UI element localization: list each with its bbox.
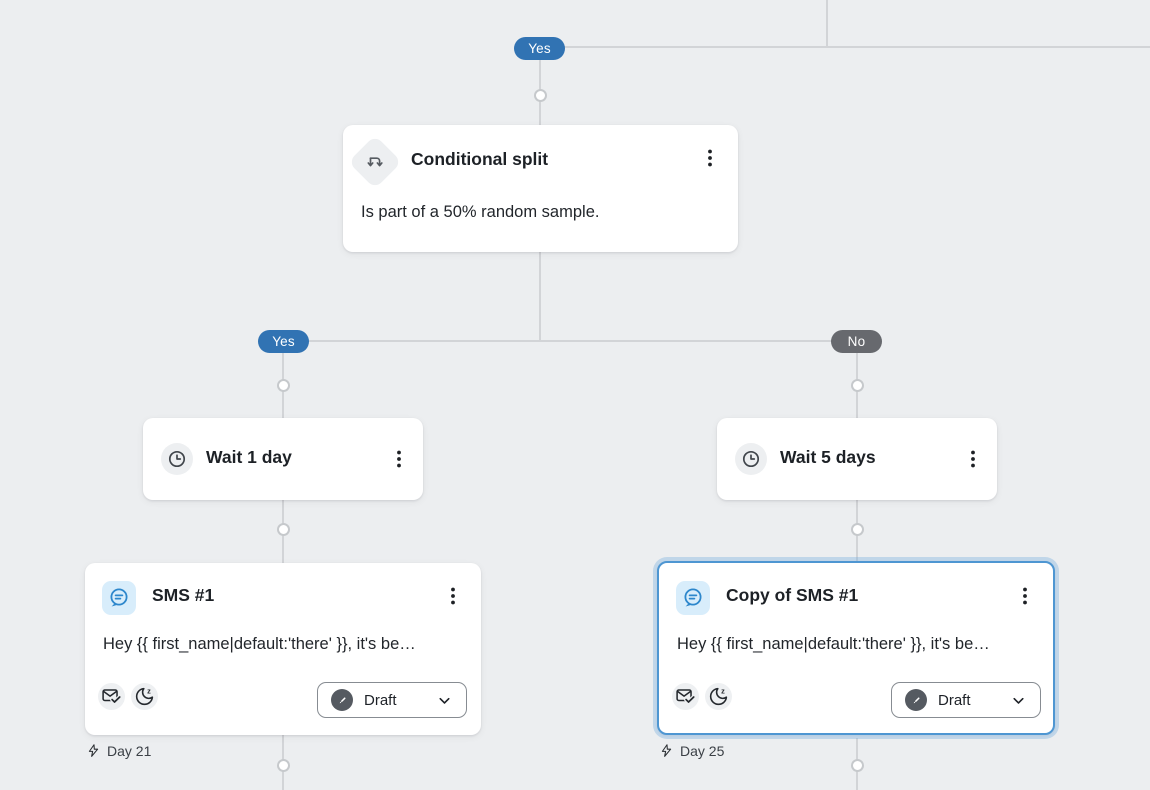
connector-node[interactable]: [850, 758, 864, 772]
conditional-split-description: Is part of a 50% random sample.: [361, 203, 600, 221]
kebab-menu-icon: [1023, 587, 1027, 605]
sms-chat-icon: [676, 581, 710, 615]
wait-card-left[interactable]: Wait 1 day: [143, 418, 423, 500]
draft-pencil-icon: [905, 689, 927, 711]
kebab-menu-button[interactable]: [439, 582, 467, 610]
status-label: Draft: [364, 691, 397, 709]
email-check-icon: [672, 683, 699, 710]
connector-node[interactable]: [276, 522, 290, 536]
sms-card-right-selected[interactable]: Copy of SMS #1 Hey {{ first_name|default…: [657, 561, 1055, 735]
quiet-hours-moon-icon: z: [131, 683, 158, 710]
sms-chat-icon: [102, 581, 136, 615]
branch-badge-yes: Yes: [258, 330, 309, 353]
chevron-down-icon: [1010, 692, 1027, 709]
card-title: Wait 5 days: [780, 447, 876, 467]
sms-message-preview: Hey {{ first_name|default:'there' }}, it…: [103, 635, 416, 653]
kebab-menu-icon: [397, 450, 401, 468]
kebab-menu-icon: [451, 587, 455, 605]
sms-card-left[interactable]: SMS #1 Hey {{ first_name|default:'there'…: [85, 563, 481, 735]
connector-node[interactable]: [276, 758, 290, 772]
day-tag-right: Day 25: [659, 742, 724, 759]
day-tag-left: Day 21: [86, 742, 151, 759]
connector-node[interactable]: [850, 522, 864, 536]
lightning-icon: [661, 744, 672, 757]
clock-icon: [161, 443, 193, 475]
status-dropdown[interactable]: Draft: [891, 682, 1041, 718]
kebab-menu-button[interactable]: [385, 445, 413, 473]
day-label: Day 21: [107, 742, 152, 759]
connector-node[interactable]: [850, 378, 864, 392]
connector-line: [826, 0, 828, 48]
day-label: Day 25: [680, 742, 725, 759]
card-title: Copy of SMS #1: [726, 585, 859, 605]
kebab-menu-button[interactable]: [696, 144, 724, 172]
lightning-icon: [88, 744, 99, 757]
clock-icon: [735, 443, 767, 475]
conditional-split-card[interactable]: Conditional split Is part of a 50% rando…: [343, 125, 738, 252]
connector-node[interactable]: [276, 378, 290, 392]
quiet-hours-moon-icon: z: [705, 683, 732, 710]
card-title: Wait 1 day: [206, 447, 292, 467]
connector-node[interactable]: [533, 88, 547, 102]
kebab-menu-button[interactable]: [1011, 582, 1039, 610]
conditional-split-icon: [348, 135, 402, 189]
chevron-down-icon: [436, 692, 453, 709]
branch-badge-yes-top: Yes: [514, 37, 565, 60]
email-check-icon: [98, 683, 125, 710]
kebab-menu-icon: [708, 149, 712, 167]
connector-line: [283, 340, 857, 342]
svg-text:z: z: [721, 686, 725, 695]
card-title: SMS #1: [152, 585, 215, 605]
status-label: Draft: [938, 691, 971, 709]
branch-badge-no: No: [831, 330, 882, 353]
kebab-menu-button[interactable]: [959, 445, 987, 473]
draft-pencil-icon: [331, 689, 353, 711]
status-dropdown[interactable]: Draft: [317, 682, 467, 718]
sms-message-preview: Hey {{ first_name|default:'there' }}, it…: [677, 635, 990, 653]
connector-line: [540, 46, 1150, 48]
connector-line: [539, 252, 541, 342]
wait-card-right[interactable]: Wait 5 days: [717, 418, 997, 500]
card-title: Conditional split: [411, 149, 549, 169]
svg-text:z: z: [147, 686, 151, 695]
kebab-menu-icon: [971, 450, 975, 468]
